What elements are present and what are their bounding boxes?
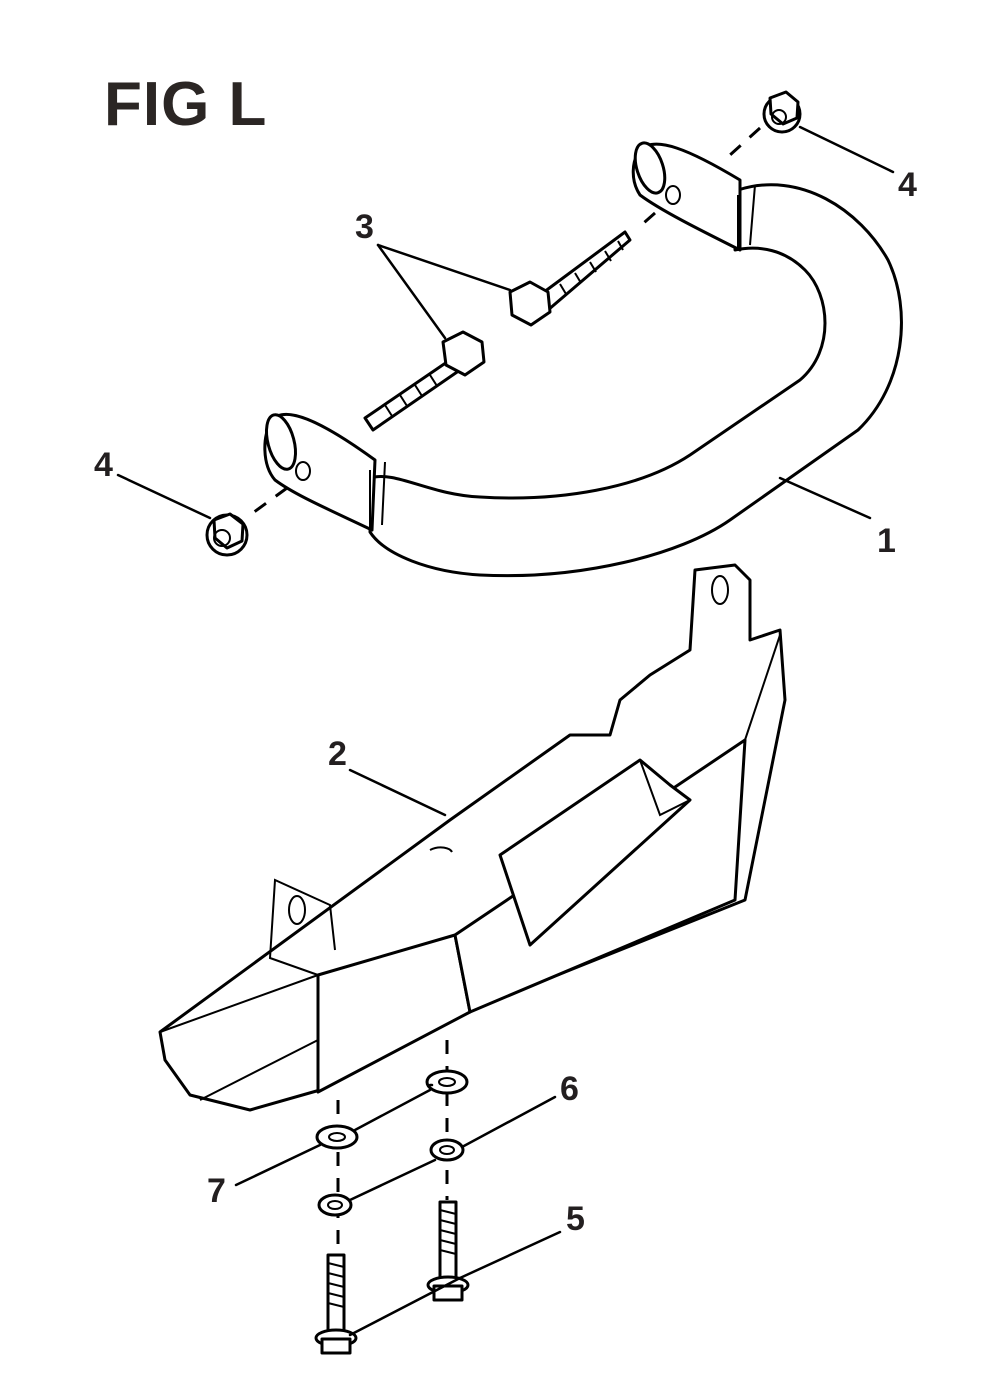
guard-shield-part-2 [158, 563, 787, 1112]
flat-washer-part-7 [315, 1124, 359, 1150]
leader-4-top [798, 125, 895, 174]
leader-7b [353, 1088, 432, 1132]
leader-3b [376, 243, 447, 340]
callout-2: 2 [328, 735, 347, 773]
handle-tube-part-1 [263, 141, 903, 578]
callout-5: 5 [566, 1200, 585, 1238]
leader-3a [376, 243, 512, 292]
callout-4-top: 4 [898, 166, 917, 204]
flange-nut-part-4-left [205, 512, 249, 557]
leader-5a [458, 1230, 562, 1280]
leader-6c [348, 1158, 437, 1202]
callout-1: 1 [877, 522, 896, 560]
leader-2 [348, 768, 447, 817]
callout-6: 6 [560, 1070, 579, 1108]
lock-washer-part-7 [317, 1193, 353, 1217]
leader-4-left [116, 473, 212, 520]
flat-washer-part-6 [425, 1069, 469, 1095]
leader-7a [234, 1143, 322, 1187]
lock-washer-part-6 [429, 1138, 465, 1162]
flange-nut-part-4-top [762, 90, 802, 134]
leader-5b [348, 1276, 462, 1337]
leader-1 [778, 476, 872, 520]
flange-bolt-part-5-right [426, 1200, 470, 1302]
figure-title: FIG L [104, 70, 268, 139]
callout-7: 7 [207, 1172, 226, 1210]
assembly-line-left-nut [249, 486, 288, 517]
assembly-line-top-right [728, 126, 762, 157]
assembly-line-bolt-upper [637, 211, 656, 230]
leader-6a [460, 1095, 557, 1149]
flange-bolt-part-5-left [314, 1253, 358, 1355]
hex-bolt-part-3-lower [363, 330, 486, 432]
leader-lines [116, 125, 895, 1337]
callout-3: 3 [355, 208, 374, 246]
callout-4-left: 4 [94, 446, 113, 484]
hex-bolt-part-3-upper [508, 230, 632, 327]
